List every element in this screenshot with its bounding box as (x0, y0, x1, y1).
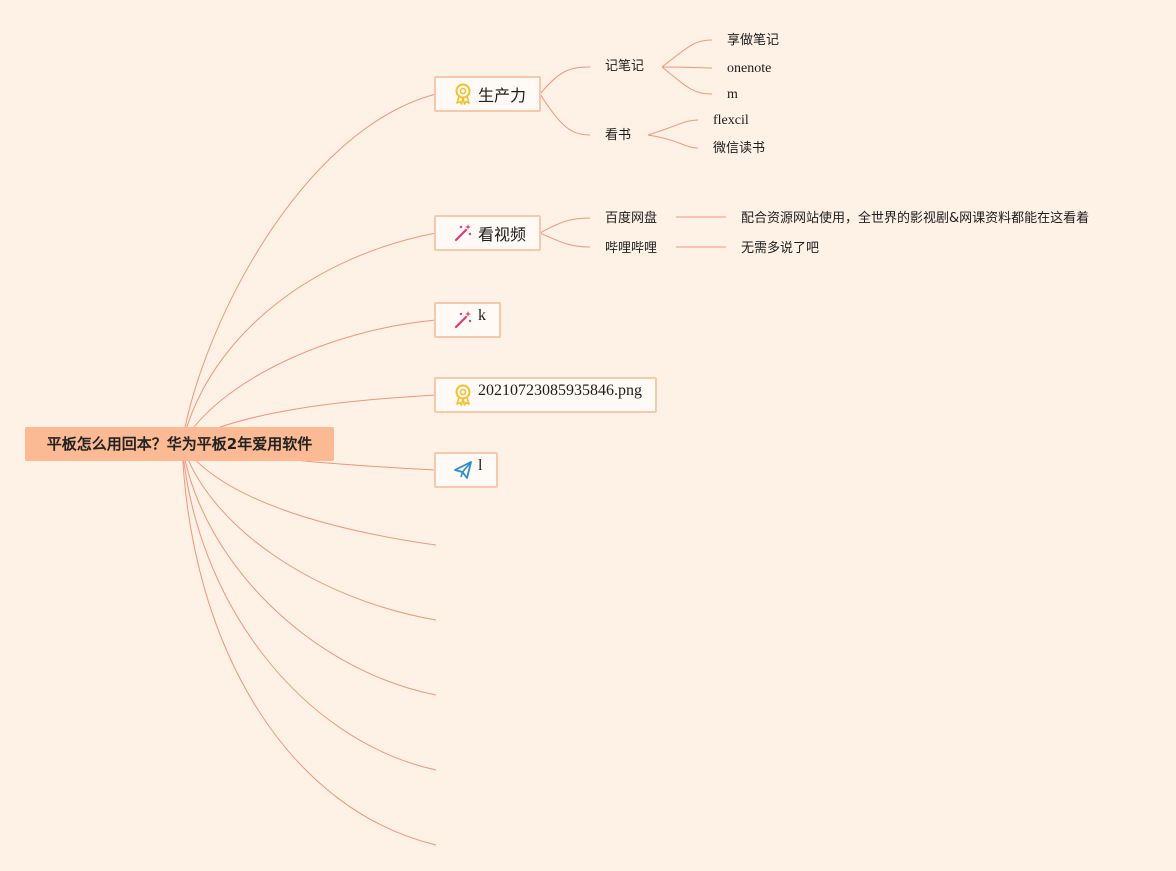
subtopic-notes[interactable]: 记笔记 (605, 59, 645, 74)
link-root-video (181, 232, 437, 445)
link-root-empty-3 (181, 443, 437, 696)
leaf-book-app-1[interactable]: flexcil (713, 113, 749, 128)
leaf-note-app-2[interactable]: onenote (727, 61, 772, 76)
link-root-empty-4 (181, 443, 437, 771)
link-root-empty-5 (181, 443, 437, 846)
link-video-baidu (539, 217, 591, 234)
award-ribbon-icon (453, 384, 473, 406)
link-root-k (181, 319, 437, 445)
leaf-book-app-2[interactable]: 微信读书 (713, 141, 766, 156)
award-ribbon-icon (453, 83, 473, 105)
subtopic-books[interactable]: 看书 (605, 128, 632, 143)
link-productivity-books (539, 93, 591, 136)
branch-label: 看视频 (478, 225, 527, 244)
link-root-productivity (181, 93, 437, 445)
link-notes-leaf-2 (661, 66, 713, 69)
link-notes-leaf-3 (661, 66, 713, 95)
branch-label: k (478, 307, 486, 324)
link-video-bilibili (539, 232, 591, 248)
paper-plane-icon (453, 459, 473, 481)
leaf-baidu-note[interactable]: 配合资源网站使用，全世界的影视剧&网课资料都能在这看着 (741, 211, 1090, 226)
link-books-leaf-1 (647, 119, 699, 136)
branch-k[interactable]: k (434, 302, 501, 338)
branch-label: l (478, 457, 483, 474)
magic-wand-icon (453, 309, 473, 331)
link-root-empty-2 (181, 443, 437, 621)
root-topic[interactable]: 平板怎么用回本？华为平板2年爱用软件 (25, 427, 334, 461)
branch-label: 生产力 (478, 86, 527, 105)
branch-video[interactable]: 看视频 (434, 215, 541, 251)
subtopic-bilibili[interactable]: 哔哩哔哩 (605, 241, 658, 256)
leaf-note-app-1[interactable]: 享做笔记 (727, 33, 780, 48)
leaf-bilibili-note[interactable]: 无需多说了吧 (741, 241, 820, 256)
branch-label: 20210723085935846.png (478, 382, 642, 399)
link-productivity-notes (539, 66, 591, 95)
branch-l[interactable]: l (434, 452, 498, 488)
subtopic-baidu[interactable]: 百度网盘 (605, 211, 658, 226)
branch-productivity[interactable]: 生产力 (434, 76, 541, 112)
branch-png[interactable]: 20210723085935846.png (434, 377, 657, 413)
link-root-empty-1 (181, 443, 437, 546)
leaf-note-app-3[interactable]: m (727, 87, 738, 102)
link-notes-leaf-1 (661, 39, 713, 68)
link-books-leaf-2 (647, 134, 699, 149)
magic-wand-icon (453, 222, 473, 244)
